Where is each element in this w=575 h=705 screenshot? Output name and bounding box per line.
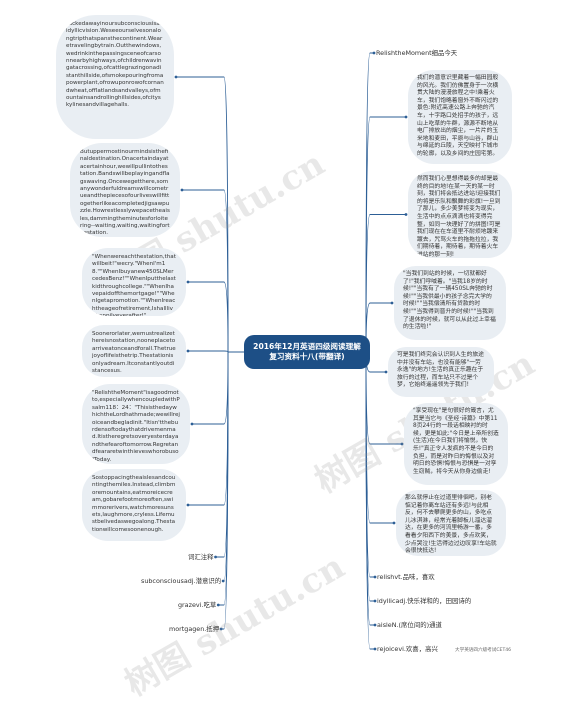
right-node-translation-5[interactable]: "享受现在"是句很好的箴言，尤其是当它与《圣经·诗篇》中第118页24行的一段话… xyxy=(404,403,508,485)
connector-dot-right-9 xyxy=(373,623,377,627)
root-title: 2016年12月英语四级阅读理解复习资料十八(带翻译) xyxy=(253,342,361,361)
connector-right-10 xyxy=(365,351,375,650)
right-node-translation-6[interactable]: 那么就停止在过道里徘徊吧，别老惦记着你离车站还有多远!与此相反，何不去攀爬更多的… xyxy=(396,490,506,556)
connector-dot-left-6 xyxy=(214,555,217,559)
footer-note: 大学英语四六级考试CET46 xyxy=(455,648,512,653)
left-node-vocab-heading[interactable]: 词汇注释 xyxy=(188,553,214,561)
right-node-vocab-aisle[interactable]: aisleN.(席位间的)通道 xyxy=(377,621,442,629)
connector-dot-right-5 xyxy=(400,442,404,446)
connector-left-2 xyxy=(188,281,244,353)
connector-dot-left-5 xyxy=(186,503,190,507)
connector-dot-left-8 xyxy=(216,603,220,607)
connector-dot-right-2 xyxy=(404,213,408,216)
connector-dot-right-0 xyxy=(372,51,376,55)
connector-dot-left-9 xyxy=(219,627,223,631)
right-node-vocab-rejoice[interactable]: rejoicevi.欢喜，高兴 xyxy=(377,645,438,653)
connector-left-8 xyxy=(218,351,244,606)
connector-left-9 xyxy=(221,351,244,630)
right-node-vocab-relish[interactable]: relishvt.品味，喜欢 xyxy=(377,573,435,581)
right-node-translation-4[interactable]: 可是我们终究会认识到人生的旅途中并没有车站，也没有能够"一劳永逸"的地方!生活的… xyxy=(388,347,494,397)
right-node-title[interactable]: RelishtheMoment细品今天 xyxy=(376,49,458,57)
right-node-vocab-idyllic[interactable]: idyllicadj.快乐祥和的，田园诗的 xyxy=(377,597,472,605)
left-node-paragraph-6[interactable]: Sostoppacingtheaislesandcountingthemiles… xyxy=(82,469,186,541)
left-node-paragraph-4[interactable]: Soonerorlater,wemustrealizethereisnostat… xyxy=(82,325,186,377)
connector-dot-right-3 xyxy=(390,301,394,305)
left-node-paragraph-2[interactable]: Butuppermostinourmindsisthefinaldestinat… xyxy=(70,143,180,237)
right-node-translation-1[interactable]: 我们的潜意识里藏着一幅田园般的风光。我们仿佛置身于一次横贯大陆的漫漫旅程之中!乘… xyxy=(408,70,512,164)
left-node-paragraph-3[interactable]: "Whenwereachthestation,thatwillbeit!"wec… xyxy=(82,248,186,316)
right-node-translation-3[interactable]: "当我们到站的时候，一切就都好了!"我们呼喊着。"当我18岁的时候!""当我有了… xyxy=(394,266,506,340)
connector-left-5 xyxy=(188,351,244,506)
right-node-translation-2[interactable]: 然而我们心里想得最多的却是最终的目的地!在某一天的某一时刻，我们将会抵达进站!迎… xyxy=(408,171,512,258)
connector-right-0 xyxy=(365,52,374,353)
connector-left-7 xyxy=(223,351,244,582)
left-node-paragraph-1[interactable]: Tuckedawayinoursubconsciousisanidyllicvi… xyxy=(56,15,174,139)
left-node-paragraph-5[interactable]: "RelishtheMoment"isagoodmotto,especially… xyxy=(82,384,190,464)
connector-dot-left-2 xyxy=(186,280,190,284)
root-topic[interactable]: 2016年12月英语四级阅读理解复习资料十八(带翻译) xyxy=(244,335,370,369)
left-node-vocab-graze[interactable]: grazevi.吃草 xyxy=(178,601,217,609)
connector-dot-right-10 xyxy=(373,647,377,651)
connector-dot-right-8 xyxy=(373,599,377,603)
connector-dot-left-0 xyxy=(174,75,178,79)
connector-dot-right-6 xyxy=(392,521,396,525)
connector-dot-right-1 xyxy=(404,115,408,119)
connector-left-4 xyxy=(192,351,244,425)
connector-dot-left-1 xyxy=(180,188,184,192)
connector-dot-left-7 xyxy=(221,579,225,583)
left-node-vocab-subconscious[interactable]: subconsciousadj.潜意识的 xyxy=(141,577,222,585)
connector-dot-right-4 xyxy=(384,370,388,374)
connector-dot-left-4 xyxy=(190,422,194,426)
connector-left-6 xyxy=(215,351,244,558)
left-node-vocab-mortgage[interactable]: mortgagen.抵押 xyxy=(169,625,220,633)
mindmap-connectors xyxy=(174,51,408,651)
connector-dot-right-7 xyxy=(373,575,377,579)
connector-dot-left-3 xyxy=(186,349,190,353)
